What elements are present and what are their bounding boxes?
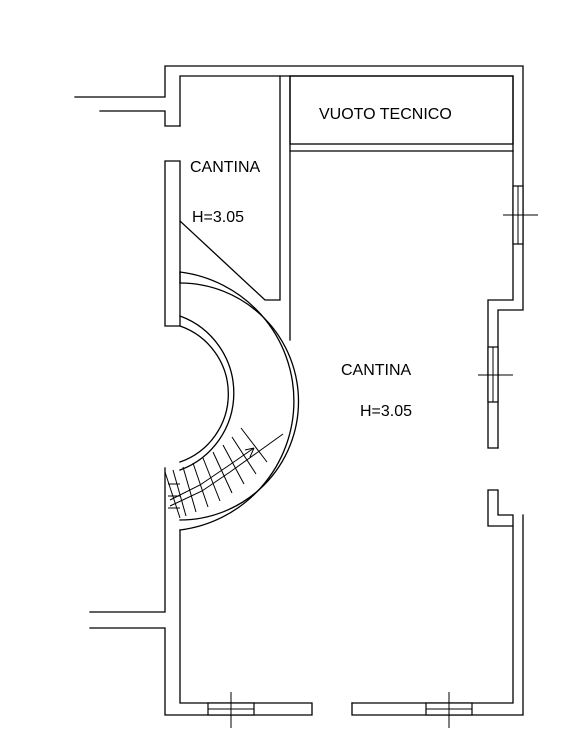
window-right-upper [503, 185, 538, 245]
room-name-vuoto-tecnico: VUOTO TECNICO [319, 106, 452, 123]
stair-tread [202, 457, 221, 502]
stair-arrow-icon [244, 447, 255, 458]
partition-cantina-right [179, 75, 281, 301]
wall-cantina-left [164, 160, 181, 327]
stair-inner-arc-2 [179, 325, 229, 463]
wall-left-lower-inner [89, 529, 313, 716]
interior-walls [179, 75, 514, 341]
window-bottom-right [425, 692, 473, 728]
stair-outer-arc-2 [179, 282, 300, 521]
stair-walk-line-2 [169, 433, 284, 507]
room-height-cantina-small: H=3.05 [192, 209, 244, 226]
stair-tread [212, 451, 233, 494]
wall-top-left-inner [99, 75, 514, 449]
windows [207, 185, 538, 728]
wall-right-lower [351, 514, 524, 716]
room-name-cantina-main: CANTINA [341, 362, 412, 379]
spiral-staircase [164, 271, 300, 531]
stair-tread [240, 427, 268, 463]
window-right-middle [478, 346, 513, 403]
stair-tread [182, 466, 197, 513]
window-bottom-left [207, 692, 255, 728]
exterior-walls [74, 65, 524, 716]
stair-tread [222, 444, 245, 485]
stair-tread [172, 469, 187, 517]
room-name-cantina-small: CANTINA [190, 159, 261, 176]
stair-tread [164, 471, 181, 519]
stair-treads [164, 427, 268, 519]
stair-outer-arc [179, 271, 295, 531]
wall-bottom-right [351, 489, 514, 704]
room-labels: VUOTO TECNICO CANTINA H=3.05 CANTINA H=3… [190, 106, 452, 420]
room-height-cantina-main: H=3.05 [360, 403, 412, 420]
stair-inner-arc [179, 315, 235, 471]
wall-top-left-outer [74, 65, 524, 449]
wall-left-lower-outer [89, 467, 166, 613]
stair-walk-line [169, 447, 255, 501]
